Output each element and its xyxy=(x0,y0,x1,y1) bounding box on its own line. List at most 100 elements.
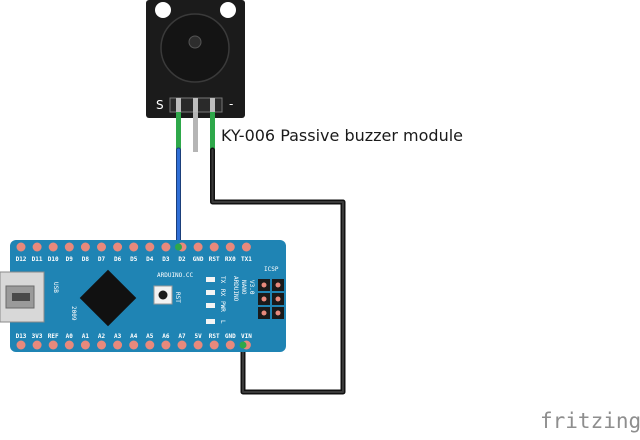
wires xyxy=(176,147,346,395)
icsp-pin xyxy=(261,296,267,302)
icsp-header xyxy=(258,279,284,319)
icsp-pin xyxy=(275,296,281,302)
top-pin-pad-d6 xyxy=(113,242,123,252)
top-pin-pad-d11 xyxy=(32,242,42,252)
top-pin-label-d12: D12 xyxy=(16,256,27,263)
usb-label: USB xyxy=(52,282,59,293)
pin-s xyxy=(176,98,181,112)
bottom-pin-row xyxy=(16,340,251,350)
bottom-pin-label-d13: D13 xyxy=(16,333,27,340)
icsp-pin xyxy=(275,310,281,316)
bottom-pin-pad-a0 xyxy=(64,340,74,350)
pin-minus xyxy=(210,98,215,112)
icsp-pin xyxy=(261,282,267,288)
bottom-pin-label-a2: A2 xyxy=(98,333,106,340)
top-pin-pad-d4 xyxy=(145,242,155,252)
brand-label: ARDUINO.CC xyxy=(157,272,194,279)
top-pin-pad-d8 xyxy=(80,242,90,252)
top-pin-pad-rst xyxy=(209,242,219,252)
bottom-pin-pad-ref xyxy=(48,340,58,350)
top-pin-label-d2: D2 xyxy=(178,256,186,263)
bottom-pin-label-rst: RST xyxy=(209,333,220,340)
bottom-pin-label-vin: VIN xyxy=(241,333,252,340)
top-pin-pad-d7 xyxy=(97,242,106,252)
top-pin-pad-tx1 xyxy=(241,242,251,252)
bottom-pin-label-a3: A3 xyxy=(114,333,122,340)
bottom-pin-pad-a2 xyxy=(97,340,106,350)
led-rx xyxy=(206,290,215,295)
led-tx-label: TX xyxy=(219,276,226,284)
top-pin-row xyxy=(16,242,251,252)
status-leds: TX RX PWR L xyxy=(206,276,226,324)
bottom-pin-pad-a5 xyxy=(145,340,155,350)
gnd-wire-end xyxy=(239,341,247,349)
led-rx-label: RX xyxy=(219,289,226,297)
led-l-label: L xyxy=(219,320,226,324)
bottom-pin-label-gnd: GND xyxy=(225,333,236,340)
top-pin-label-d10: D10 xyxy=(48,256,59,263)
led-pwr-label: PWR xyxy=(219,301,226,312)
leg-mid xyxy=(193,112,198,152)
d3-wire-end xyxy=(175,243,182,251)
mount-hole-right xyxy=(220,2,236,18)
top-pin-label-d8: D8 xyxy=(82,256,90,263)
led-l xyxy=(206,319,215,324)
board-name-line1: ARDUINO xyxy=(232,276,239,302)
buzzer-pin-minus-label: - xyxy=(229,97,233,111)
top-pin-label-d9: D9 xyxy=(66,256,74,263)
buzzer-module: S - xyxy=(146,0,245,152)
pin-mid xyxy=(193,98,198,112)
bottom-pin-pad-a4 xyxy=(129,340,139,350)
led-tx xyxy=(206,277,215,282)
bottom-pin-pad-5v xyxy=(193,340,203,350)
bottom-pin-label-a1: A1 xyxy=(82,333,90,340)
nano-board xyxy=(10,240,286,352)
bottom-pin-label-a4: A4 xyxy=(130,333,138,340)
board-name-line3: V3.0 xyxy=(248,280,255,295)
reset-label: RST xyxy=(174,292,181,303)
fritzing-watermark: fritzing xyxy=(540,409,640,433)
top-pin-label-d6: D6 xyxy=(114,256,122,263)
top-pin-pad-d12 xyxy=(16,242,26,252)
top-pin-pad-gnd xyxy=(193,242,203,252)
led-pwr xyxy=(206,303,215,308)
bottom-pin-label-ref: REF xyxy=(48,333,59,340)
bottom-pin-pad-rst xyxy=(209,340,219,350)
icsp-pin xyxy=(261,310,267,316)
top-pin-label-rx0: RX0 xyxy=(225,256,236,263)
bottom-pin-pad-a3 xyxy=(113,340,123,350)
top-pin-label-tx1: TX1 xyxy=(241,256,252,263)
mount-hole-left xyxy=(155,2,171,18)
top-pin-label-d4: D4 xyxy=(146,256,154,263)
usb-tongue xyxy=(12,293,30,301)
bottom-pin-pad-a7 xyxy=(177,340,187,350)
buzzer-center xyxy=(188,35,202,49)
bottom-pin-label-a7: A7 xyxy=(178,333,186,340)
bottom-pin-label-3v3: 3V3 xyxy=(32,333,43,340)
board-name-line2: NANO xyxy=(240,280,247,295)
top-pin-pad-d5 xyxy=(129,242,139,252)
bottom-pin-label-a6: A6 xyxy=(162,333,170,340)
reset-button-cap xyxy=(158,290,168,300)
top-pin-label-d7: D7 xyxy=(98,256,106,263)
top-pin-pad-d9 xyxy=(64,242,74,252)
bottom-pin-label-a5: A5 xyxy=(146,333,154,340)
top-pin-pad-rx0 xyxy=(225,242,235,252)
bottom-pin-pad-a1 xyxy=(80,340,90,350)
top-pin-label-d3: D3 xyxy=(162,256,170,263)
module-caption: KY-006 Passive buzzer module xyxy=(221,126,463,145)
top-pin-label-rst: RST xyxy=(209,256,220,263)
top-pin-label-d11: D11 xyxy=(32,256,43,263)
icsp-pin xyxy=(275,282,281,288)
bottom-pin-pad-3v3 xyxy=(32,340,42,350)
top-pin-pad-d10 xyxy=(48,242,58,252)
bottom-pin-pad-gnd xyxy=(225,340,235,350)
icsp-label: ICSP xyxy=(264,266,279,273)
bottom-pin-pad-d13 xyxy=(16,340,26,350)
year-label: 2009 xyxy=(70,306,77,321)
bottom-pin-pad-a6 xyxy=(161,340,171,350)
